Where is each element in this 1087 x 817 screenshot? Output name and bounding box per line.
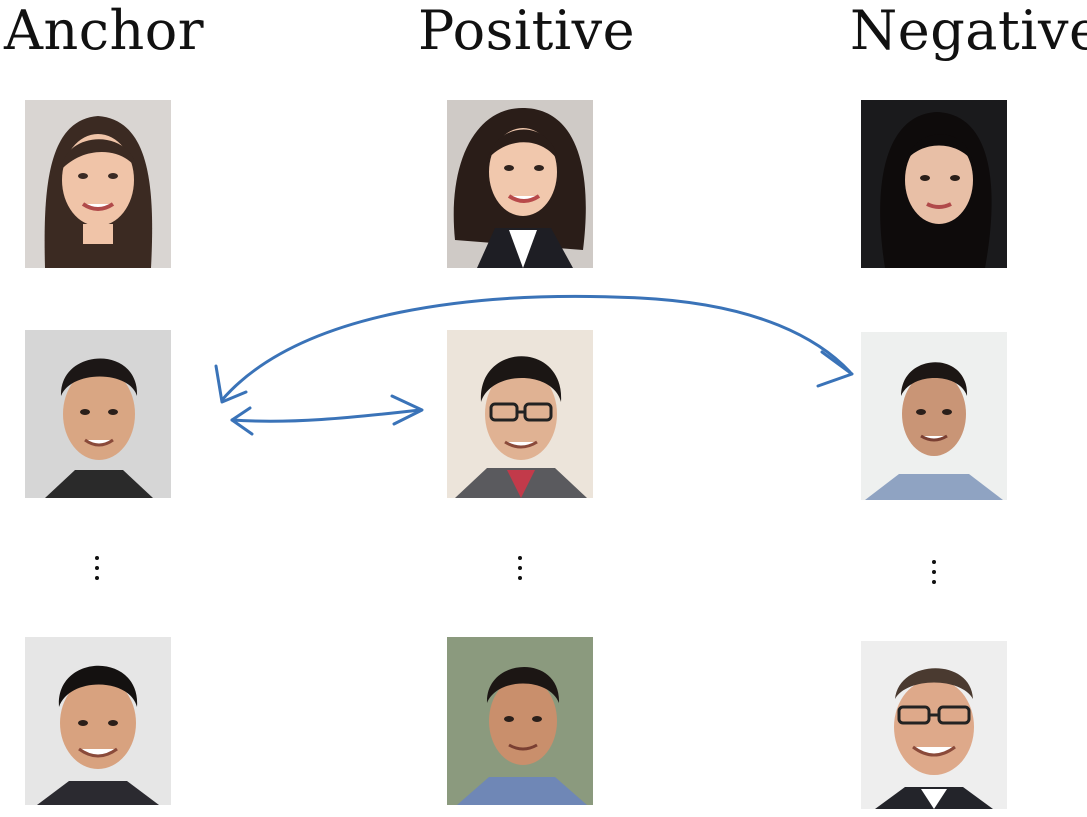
positive-arrowhead [390,394,424,426]
positive-photo-woman [447,100,593,268]
negative-photo-woman [861,100,1007,268]
positive-photo-man-3 [447,637,593,805]
negative-column-title: Negative [850,0,1087,62]
positive-column-title: Positive [418,0,636,62]
anchor-photo-man-1 [25,330,171,498]
positive-more-indicator [515,552,525,592]
anchor-arrowhead-bottom [230,406,254,436]
negative-photo-man-glasses [861,641,1007,809]
anchor-positive-line [230,408,422,423]
anchor-arrowhead-top [214,364,248,404]
anchor-more-indicator [92,552,102,592]
anchor-photo-man-3 [25,637,171,805]
negative-arrowhead [816,350,854,388]
anchor-column-title: Anchor [4,0,205,62]
negative-more-indicator [929,556,939,596]
anchor-photo-woman [25,100,171,268]
negative-photo-man-2 [861,332,1007,500]
positive-photo-man-glasses [447,330,593,498]
